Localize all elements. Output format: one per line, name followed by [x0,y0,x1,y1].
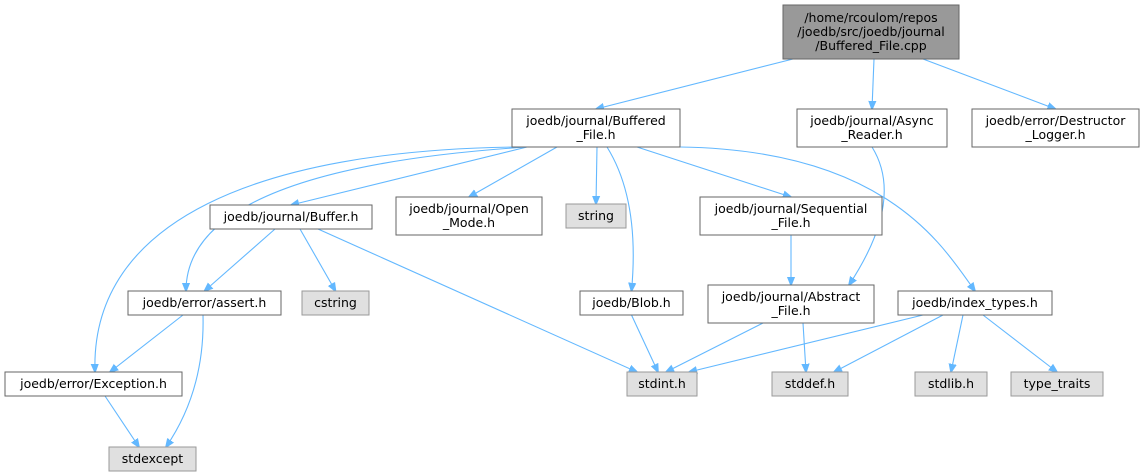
edge-blob-h-to-stdint-h [631,314,659,372]
edge-root-to-buffered-file-h [596,58,794,109]
edge-index-types-h-to-stdlib-h [951,314,964,372]
node-box [579,290,684,316]
node-exception-h[interactable]: joedb/error/Exception.h [4,371,183,397]
node-box [127,290,282,316]
node-stddef-h: stddef.h [771,371,849,397]
node-label: joedb/journal/Buffer.h [223,209,359,224]
node-label: cstring [314,295,357,310]
node-string: string [565,203,627,229]
edge-abstract-file-h-to-stdint-h [666,322,764,372]
edge-buffered-file-h-to-assert-h [186,146,528,291]
edge-async-reader-h-to-abstract-file-h [849,146,885,285]
node-assert-h[interactable]: joedb/error/assert.h [127,290,282,316]
node-box [782,4,960,60]
node-destructor-logger-h[interactable]: joedb/error/Destructor_Logger.h [971,108,1140,148]
node-label: string [578,208,614,223]
edge-assert-h-to-stdexcept [166,314,204,447]
node-label: _File.h [770,215,810,230]
node-cstring: cstring [301,290,370,316]
node-sequential-file-h[interactable]: joedb/journal/Sequential_File.h [699,196,883,236]
node-label: joedb/index_types.h [911,295,1038,310]
node-box [626,371,698,397]
edges-layer [95,58,1057,447]
node-box [914,371,988,397]
node-box [395,196,543,236]
node-label: stddef.h [785,376,835,391]
node-box [565,203,627,229]
edge-buffer-h-to-assert-h [205,228,276,291]
node-async-reader-h[interactable]: joedb/journal/Async_Reader.h [796,108,948,148]
node-box [771,371,849,397]
node-box [301,290,370,316]
edge-buffered-file-h-to-blob-h [606,146,633,291]
node-type-traits: type_traits [1010,371,1104,397]
node-box [971,108,1140,148]
node-label: joedb/journal/Sequential [714,201,868,216]
node-label: /joedb/src/joedb/journal [797,24,944,39]
node-box [699,196,883,236]
node-root[interactable]: /home/rcoulom/repos/joedb/src/joedb/jour… [782,4,960,60]
node-label: _File.h [575,127,615,142]
edge-assert-h-to-exception-h [110,314,184,372]
edge-root-to-destructor-logger-h [922,58,1056,109]
edge-buffered-file-h-to-sequential-file-h [636,146,791,197]
edge-buffered-file-h-to-open-mode-h [469,146,558,197]
node-open-mode-h[interactable]: joedb/journal/Open_Mode.h [395,196,543,236]
node-blob-h[interactable]: joedb/Blob.h [579,290,684,316]
node-stdint-h: stdint.h [626,371,698,397]
edge-buffered-file-h-to-buffer-h [291,146,528,205]
edge-index-types-h-to-stddef-h [834,314,944,372]
node-buffer-h[interactable]: joedb/journal/Buffer.h [209,204,373,230]
node-label: joedb/journal/Open [408,201,529,216]
edge-buffer-h-to-stdint-h [317,228,637,372]
edge-index-types-h-to-type-traits [982,314,1057,372]
node-label: joedb/error/Destructor [985,113,1127,128]
edge-root-to-async-reader-h [872,58,874,109]
edge-buffered-file-h-to-index-types-h [679,146,975,291]
node-box [108,446,197,472]
edge-exception-h-to-stdexcept [104,395,139,447]
node-box [4,371,183,397]
node-label: /home/rcoulom/repos [804,10,937,25]
node-label: joedb/error/assert.h [142,295,267,310]
node-label: stdlib.h [928,376,974,391]
node-index-types-h[interactable]: joedb/index_types.h [897,290,1053,316]
node-stdexcept: stdexcept [108,446,197,472]
node-label: joedb/Blob.h [591,295,670,310]
node-box [707,284,875,324]
node-label: joedb/error/Exception.h [19,376,167,391]
edge-buffered-file-h-to-exception-h [95,146,518,372]
node-box [511,108,681,148]
node-box [897,290,1053,316]
node-box [209,204,373,230]
node-label: joedb/journal/Abstract [721,289,861,304]
node-stdlib-h: stdlib.h [914,371,988,397]
node-label: joedb/journal/Async [809,113,934,128]
node-label: _Reader.h [840,127,902,142]
edge-buffered-file-h-to-string [596,146,597,204]
node-label: /Buffered_File.cpp [815,38,926,53]
edge-abstract-file-h-to-stddef-h [803,322,806,372]
node-box [1010,371,1104,397]
edge-buffer-h-to-cstring [299,228,336,291]
nodes-layer: /home/rcoulom/repos/joedb/src/joedb/jour… [4,4,1140,472]
node-label: _Logger.h [1024,127,1085,142]
edge-index-types-h-to-stdint-h [689,314,924,372]
node-abstract-file-h[interactable]: joedb/journal/Abstract_File.h [707,284,875,324]
node-label: type_traits [1024,376,1091,391]
node-label: _File.h [770,303,810,318]
node-buffered-file-h[interactable]: joedb/journal/Buffered_File.h [511,108,681,148]
node-label: joedb/journal/Buffered [525,113,665,128]
node-label: stdint.h [638,376,686,391]
node-box [796,108,948,148]
node-label: _Mode.h [442,215,495,230]
node-label: stdexcept [122,451,183,466]
